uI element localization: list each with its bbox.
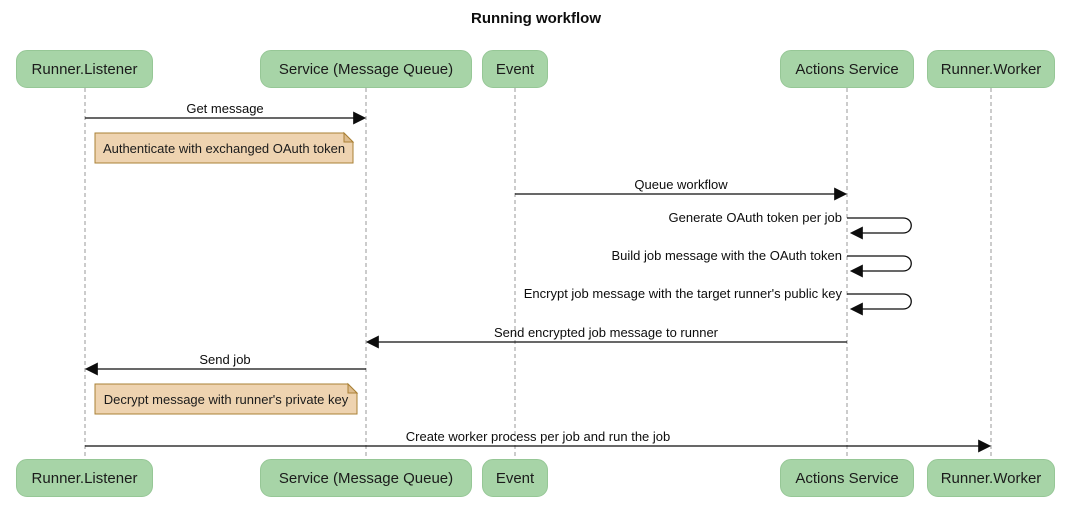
message-label-send-encrypted-job-message: Send encrypted job message to runner [493, 325, 719, 340]
diagram-title: Running workflow [471, 10, 601, 27]
actor-top-actions-service: Actions Service [780, 50, 914, 88]
actor-top-event: Event [482, 50, 548, 88]
actor-top-service-message-queue: Service (Message Queue) [260, 50, 472, 88]
note-shape-authenticate [94, 132, 354, 164]
message-label-send-job: Send job [199, 352, 251, 367]
actor-bottom-service-message-queue: Service (Message Queue) [260, 459, 472, 497]
note-shape-decrypt [94, 383, 358, 415]
message-label-generate-oauth-token: Generate OAuth token per job [668, 210, 842, 225]
message-label-queue-workflow: Queue workflow [634, 177, 728, 192]
actor-bottom-actions-service: Actions Service [780, 459, 914, 497]
note-decrypt-message: Decrypt message with runner's private ke… [103, 391, 349, 407]
message-label-get-message: Get message [186, 101, 264, 116]
arrow-self-build-job-message [847, 255, 912, 278]
actor-bottom-runner-worker: Runner.Worker [927, 459, 1055, 497]
actor-bottom-runner-listener: Runner.Listener [16, 459, 153, 497]
note-authenticate-oauth: Authenticate with exchanged OAuth token [102, 140, 346, 156]
arrow-self-generate-oauth-token [847, 217, 912, 240]
message-label-encrypt-job-message: Encrypt job message with the target runn… [523, 286, 842, 301]
actor-bottom-event: Event [482, 459, 548, 497]
note-fold-icon [343, 131, 355, 143]
message-label-build-job-message: Build job message with the OAuth token [611, 248, 842, 263]
actor-top-runner-worker: Runner.Worker [927, 50, 1055, 88]
actor-top-runner-listener: Runner.Listener [16, 50, 153, 88]
note-fold-icon [347, 382, 359, 394]
arrow-self-encrypt-job-message [847, 293, 912, 316]
message-label-create-worker-process: Create worker process per job and run th… [405, 429, 671, 444]
